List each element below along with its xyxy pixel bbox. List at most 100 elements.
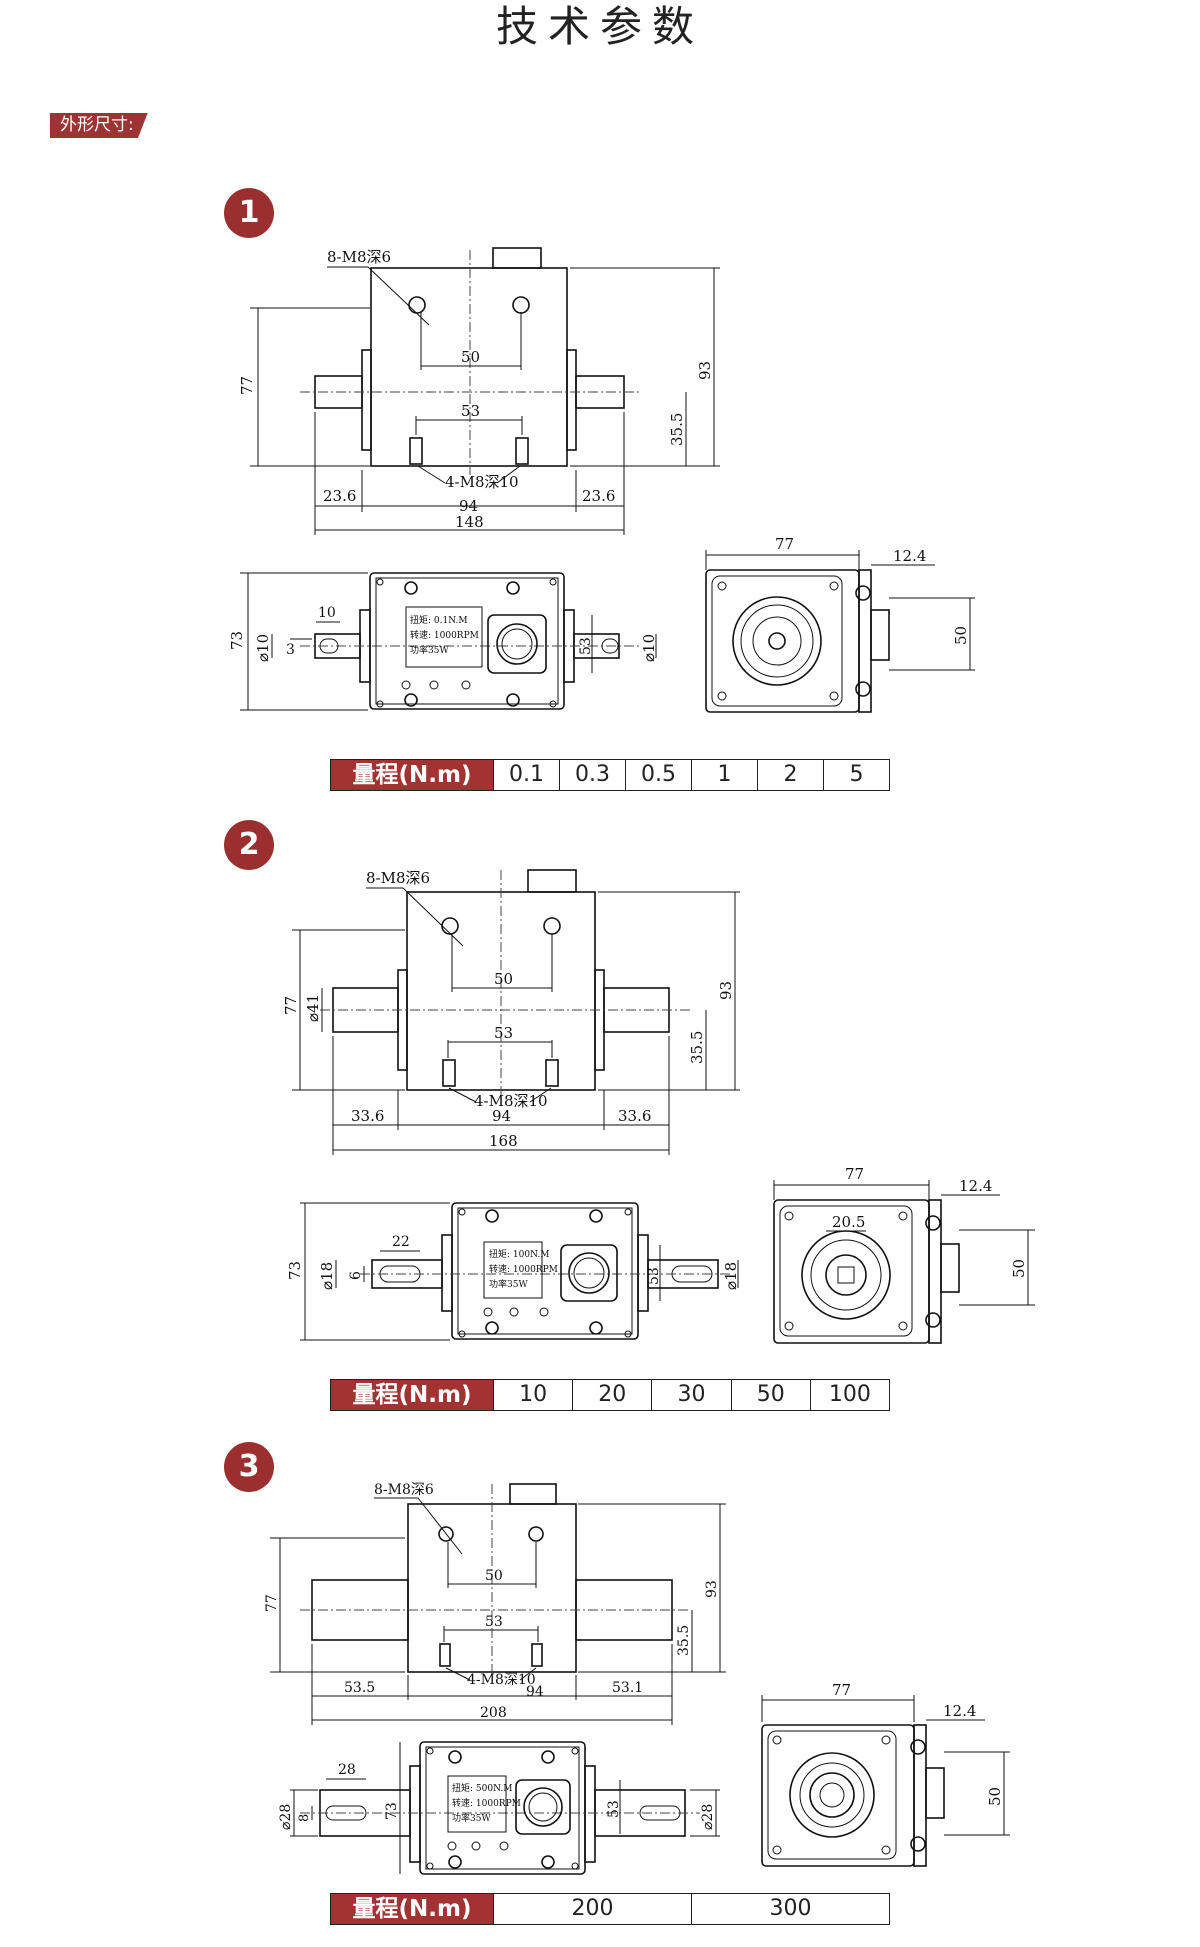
dim-body-width: 94	[492, 1107, 511, 1125]
dim-shaft-diameter-right: ⌀28	[700, 1804, 716, 1830]
dim-side-50: 50	[986, 1787, 1004, 1806]
dim-left-ext: 33.6	[351, 1107, 384, 1125]
dim-53-top: 53	[578, 637, 594, 655]
dim-right-ext: 53.1	[612, 1680, 643, 1696]
model-2-top-view: 扭矩: 100N.M 转速: 1000RPM 功率35W 73 ⌀18 6 22…	[286, 1202, 740, 1341]
dim-side-50: 50	[1010, 1259, 1028, 1278]
dim-key-length: 10	[318, 605, 336, 621]
label-bottom-holes: 4-M8深10	[474, 1092, 548, 1110]
dim-side-ext: 12.4	[893, 547, 926, 565]
range-value: 10	[493, 1380, 572, 1410]
range-value: 0.3	[559, 760, 625, 790]
dim-left-ext: 53.5	[344, 1680, 375, 1696]
model-1-front-view: 50 53 8-M8深6 4-M8深10 23.6 94 23.6 148 77…	[238, 247, 720, 535]
dim-side-50: 50	[952, 626, 970, 645]
model-1-top-view: 扭矩: 0.1N.M 转速: 1000RPM 功率35W 73 ⌀10 3 10…	[228, 572, 658, 711]
model-3-drawing: 50 53 8-M8深6 4-M8深10 53.5 94 53.1 208 77…	[264, 1482, 1010, 1875]
dim-side-77: 77	[832, 1681, 851, 1699]
range-label: 量程(N.m)	[331, 760, 493, 790]
model-2-front-view: 50 53 8-M8深6 4-M8深10 33.6 94 33.6 168 77…	[282, 869, 740, 1155]
label-top-holes: 8-M8深6	[374, 1482, 434, 1498]
page-title: 技术参数	[495, 2, 704, 51]
label-bottom-holes: 4-M8深10	[445, 473, 519, 491]
dim-53-top: 53	[606, 1800, 622, 1818]
dim-height-93: 93	[704, 1580, 720, 1598]
range-value: 200	[493, 1894, 691, 1924]
label-top-holes: 8-M8深6	[327, 248, 391, 266]
model-badge-1: 1	[224, 188, 274, 238]
nameplate-line-3: 功率35W	[452, 1812, 491, 1824]
dim-total-length: 168	[489, 1132, 518, 1150]
dim-right-ext: 23.6	[582, 487, 615, 505]
dim-50: 50	[461, 348, 480, 366]
nameplate-line-1: 扭矩: 0.1N.M	[410, 614, 468, 626]
dim-height-93: 93	[696, 361, 714, 380]
range-value: 5	[823, 760, 889, 790]
dim-shaft-diameter-left: ⌀18	[318, 1262, 336, 1290]
nameplate-line-2: 转速: 1000RPM	[489, 1263, 558, 1275]
range-label: 量程(N.m)	[331, 1894, 493, 1924]
dim-total-length: 208	[480, 1705, 507, 1721]
model-1-drawing: 50 53 8-M8深6 4-M8深10 23.6 94 23.6 148 77…	[228, 247, 975, 713]
dim-53: 53	[461, 402, 480, 420]
range-value: 30	[651, 1380, 730, 1410]
section-tag-dimensions: 外形尺寸:	[50, 113, 148, 138]
range-value: 300	[691, 1894, 889, 1924]
dim-shaft-diameter: ⌀41	[304, 994, 322, 1022]
range-value: 50	[730, 1380, 810, 1410]
dim-height-77: 77	[282, 996, 300, 1015]
nameplate-line-3: 功率35W	[489, 1278, 528, 1290]
dim-key-width: 6	[348, 1271, 364, 1280]
dim-53: 53	[494, 1024, 513, 1042]
range-value: 0.1	[493, 760, 559, 790]
dim-shaft-diameter-right: ⌀10	[640, 634, 658, 662]
nameplate-line-3: 功率35W	[410, 644, 449, 656]
dim-53-top: 53	[646, 1267, 662, 1285]
model-badge-3: 3	[224, 1442, 274, 1492]
dim-shaft-diameter-left: ⌀10	[254, 634, 272, 662]
model-2-side-view: 77 20.5 12.4 50	[773, 1165, 1035, 1344]
range-value: 0.5	[625, 760, 691, 790]
dim-53: 53	[485, 1614, 503, 1630]
label-top-holes: 8-M8深6	[366, 869, 430, 887]
model-3-top-view: 扭矩: 500N.M 转速: 1000RPM 功率35W ⌀28 8 28 73…	[278, 1741, 720, 1875]
nameplate-line-1: 扭矩: 100N.M	[489, 1248, 549, 1260]
nameplate-line-2: 转速: 1000RPM	[452, 1797, 521, 1809]
model-3-side-view: 77 12.4 50	[761, 1681, 1010, 1867]
dim-50: 50	[485, 1568, 503, 1584]
range-table-3: 量程(N.m) 200 300	[330, 1893, 890, 1925]
label-bottom-holes: 4-M8深10	[467, 1672, 536, 1688]
dim-key-length: 22	[392, 1234, 410, 1250]
range-value: 2	[757, 760, 823, 790]
dim-side-77: 77	[775, 535, 794, 553]
dim-width-73: 73	[286, 1261, 304, 1280]
model-3-front-view: 50 53 8-M8深6 4-M8深10 53.5 94 53.1 208 77…	[264, 1482, 726, 1725]
dim-shaft-diameter-left: ⌀28	[278, 1804, 294, 1830]
dim-body-width: 94	[459, 497, 478, 515]
dim-50: 50	[494, 970, 513, 988]
dim-key-width: 8	[297, 1814, 312, 1822]
dim-height-93: 93	[717, 981, 735, 1000]
dim-height-35-5: 35.5	[668, 413, 686, 446]
dim-right-ext: 33.6	[618, 1107, 651, 1125]
dim-left-ext: 23.6	[323, 487, 356, 505]
dim-side-77: 77	[845, 1165, 864, 1183]
dim-height-77: 77	[238, 376, 256, 395]
dim-side-bore: 20.5	[832, 1213, 865, 1231]
model-1-side-view: 77 12.4 50	[705, 535, 975, 713]
range-value: 100	[809, 1380, 889, 1410]
range-table-2: 量程(N.m) 10 20 30 50 100	[330, 1379, 890, 1411]
model-badge-2: 2	[224, 820, 274, 870]
dim-body-width: 94	[526, 1684, 544, 1700]
range-label: 量程(N.m)	[331, 1380, 493, 1410]
dim-width-73: 73	[384, 1802, 400, 1820]
dim-height-35-5: 35.5	[676, 1625, 692, 1656]
dim-total-length: 148	[455, 513, 484, 531]
nameplate-line-2: 转速: 1000RPM	[410, 629, 479, 641]
range-table-1: 量程(N.m) 0.1 0.3 0.5 1 2 5	[330, 759, 890, 791]
range-value: 20	[572, 1380, 651, 1410]
dim-width-73: 73	[228, 631, 246, 650]
dim-height-35-5: 35.5	[688, 1031, 706, 1064]
nameplate-line-1: 扭矩: 500N.M	[452, 1782, 512, 1794]
dim-height-77: 77	[264, 1594, 280, 1612]
